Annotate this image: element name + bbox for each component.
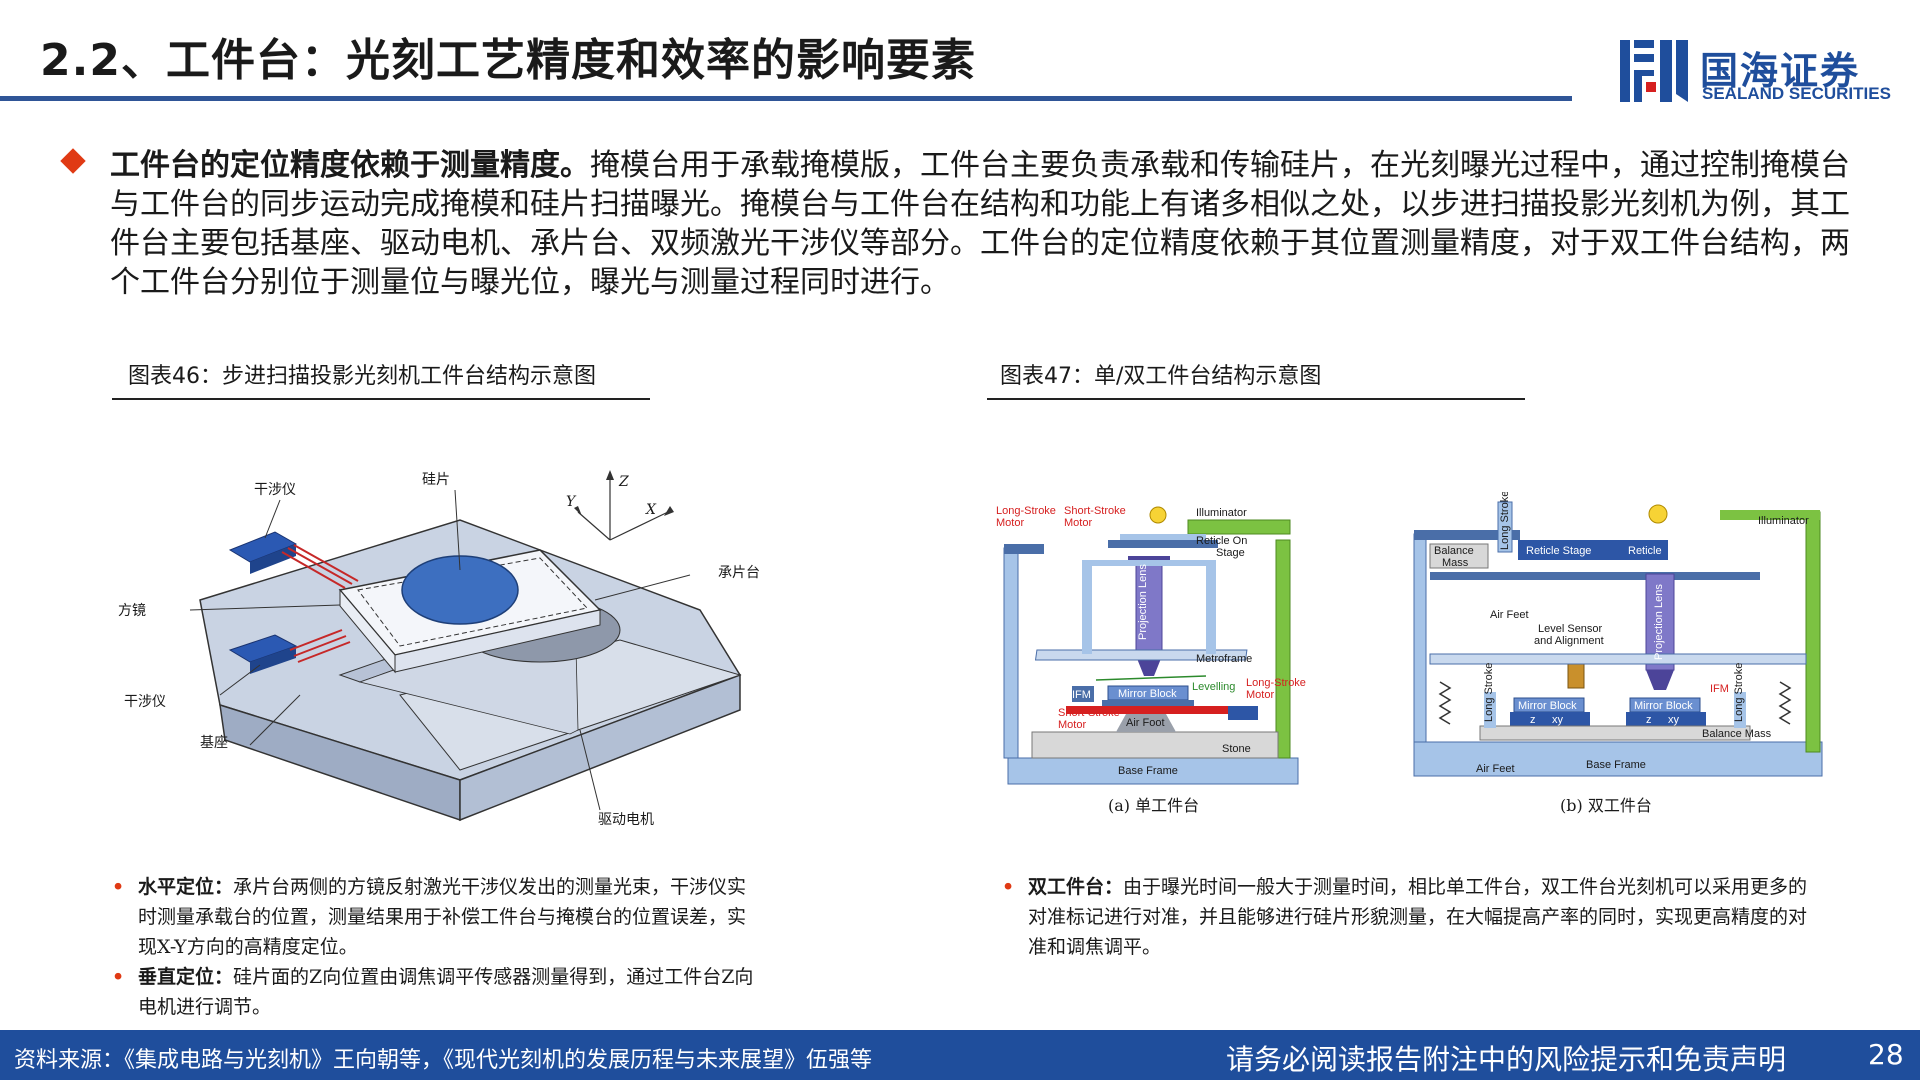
label-base: 基座 [200, 734, 228, 751]
intro-text: 掩模台用于承载掩模版，工件台主要负责承载和传输硅片，在光刻曝光过程中，通过控制掩… [110, 148, 1850, 300]
dual-xy-left-label: xy [1552, 714, 1564, 726]
dual-base-frame-label: Base Frame [1586, 759, 1646, 771]
dual-balance-mass-bottom-label: Balance Mass [1702, 728, 1772, 740]
label-motor: 驱动电机 [598, 812, 654, 828]
axis-y-label: Y [566, 494, 577, 510]
dual-reticle-stage-label: Reticle Stage [1526, 545, 1591, 557]
diamond-bullet-icon [60, 148, 86, 174]
single-stone-label: Stone [1222, 743, 1251, 755]
dual-z-left-label: z [1530, 714, 1536, 726]
single-projection-label: Projection Lens [1137, 564, 1149, 640]
dual-reticle-label: Reticle [1628, 545, 1662, 557]
single-mirror-block-label: Mirror Block [1118, 688, 1177, 700]
fig46-caption: 图表46：步进扫描投影光刻机工件台结构示意图 [128, 364, 596, 389]
logo-text-cn: 国海证券 [1700, 49, 1861, 93]
dual-ifm-label: IFM [1710, 683, 1729, 695]
single-metroframe-label: Metroframe [1196, 653, 1252, 665]
fig46-stage-diagram: Z Y X 硅片 干涉仪 方镜 干涉仪 基座 承片台 驱动电机 [118, 470, 760, 828]
fig46-notes: •水平定位：承片台两侧的方镜反射激光干涉仪发出的测量光束，干涉仪实时测量承载台的… [112, 872, 762, 1022]
fig47-note-dual: •双工件台：由于曝光时间一般大于测量时间，相比单工件台，双工件台光刻机可以采用更… [1002, 872, 1814, 962]
footer-bar: 资料来源：《集成电路与光刻机》王向朝等，《现代光刻机的发展历程与未来展望》伍强等… [0, 1030, 1920, 1080]
company-logo: 国海证券 SEALAND SECURITIES [1616, 36, 1896, 108]
sealand-logo-icon [1620, 40, 1688, 102]
fig46-note-vertical: •垂直定位：硅片面的Z向位置由调焦调平传感器测量得到，通过工件台Z向电机进行调节… [112, 962, 762, 1022]
intro-bold: 工件台的定位精度依赖于测量精度。 [110, 148, 590, 183]
fig47-caption: 图表47：单/双工件台结构示意图 [1000, 364, 1322, 389]
label-mirror: 方镜 [118, 603, 146, 619]
fig47-single-caption: (a) 单工件台 [1108, 796, 1200, 815]
dual-projection-label: Projection Lens [1653, 584, 1665, 660]
logo-text-en: SEALAND SECURITIES [1702, 84, 1891, 103]
dual-z-right-label: z [1646, 714, 1652, 726]
dual-long-stroke-right-label: Long Stroke [1733, 663, 1745, 722]
dual-long-stroke-label: Long Stroke [1499, 492, 1511, 550]
note-bullet-icon: • [112, 876, 125, 898]
single-air-foot-label: Air Foot [1126, 717, 1165, 729]
label-wafer: 硅片 [422, 472, 450, 488]
fig46-caption-rule [112, 398, 650, 400]
dual-air-feet-top-label: Air Feet [1490, 609, 1529, 621]
label-chuck: 承片台 [718, 565, 760, 581]
label-interferometer-bottom: 干涉仪 [124, 694, 166, 710]
note-bullet-icon: • [1002, 876, 1015, 898]
page-number: 28 [1868, 1038, 1904, 1071]
title-divider [0, 96, 1572, 101]
single-levelling-label: Levelling [1192, 681, 1235, 693]
dual-illuminator-label: Illuminator [1758, 515, 1809, 527]
fig47-dual-caption: (b) 双工件台 [1560, 796, 1652, 815]
fig47-notes: •双工件台：由于曝光时间一般大于测量时间，相比单工件台，双工件台光刻机可以采用更… [1002, 872, 1814, 962]
footer-source: 资料来源：《集成电路与光刻机》王向朝等，《现代光刻机的发展历程与未来展望》伍强等 [14, 1048, 873, 1073]
fig46-note-horizontal: •水平定位：承片台两侧的方镜反射激光干涉仪发出的测量光束，干涉仪实时测量承载台的… [112, 872, 762, 962]
fig47-caption-rule [987, 398, 1525, 400]
dual-long-stroke-left-label: Long Stroke [1483, 663, 1495, 722]
note-bullet-icon: • [112, 966, 125, 988]
label-interferometer-top: 干涉仪 [254, 482, 296, 498]
dual-mirror-block-right-label: Mirror Block [1634, 700, 1693, 712]
axis-x-label: X [645, 502, 657, 518]
single-illuminator-label: Illuminator [1196, 507, 1247, 519]
dual-mirror-block-left-label: Mirror Block [1518, 700, 1577, 712]
dual-xy-right-label: xy [1668, 714, 1680, 726]
intro-paragraph: 工件台的定位精度依赖于测量精度。掩模台用于承载掩模版，工件台主要负责承载和传输硅… [110, 146, 1850, 302]
page-title: 2.2、工件台：光刻工艺精度和效率的影响要素 [40, 35, 976, 86]
axis-z-label: Z [618, 474, 629, 490]
footer-disclaimer[interactable]: 请务必阅读报告附注中的风险提示和免责声明 [1226, 1043, 1787, 1076]
single-ifm-label: IFM [1072, 689, 1091, 701]
single-base-frame-label: Base Frame [1118, 765, 1178, 777]
dual-air-feet-bottom-label: Air Feet [1476, 763, 1515, 775]
